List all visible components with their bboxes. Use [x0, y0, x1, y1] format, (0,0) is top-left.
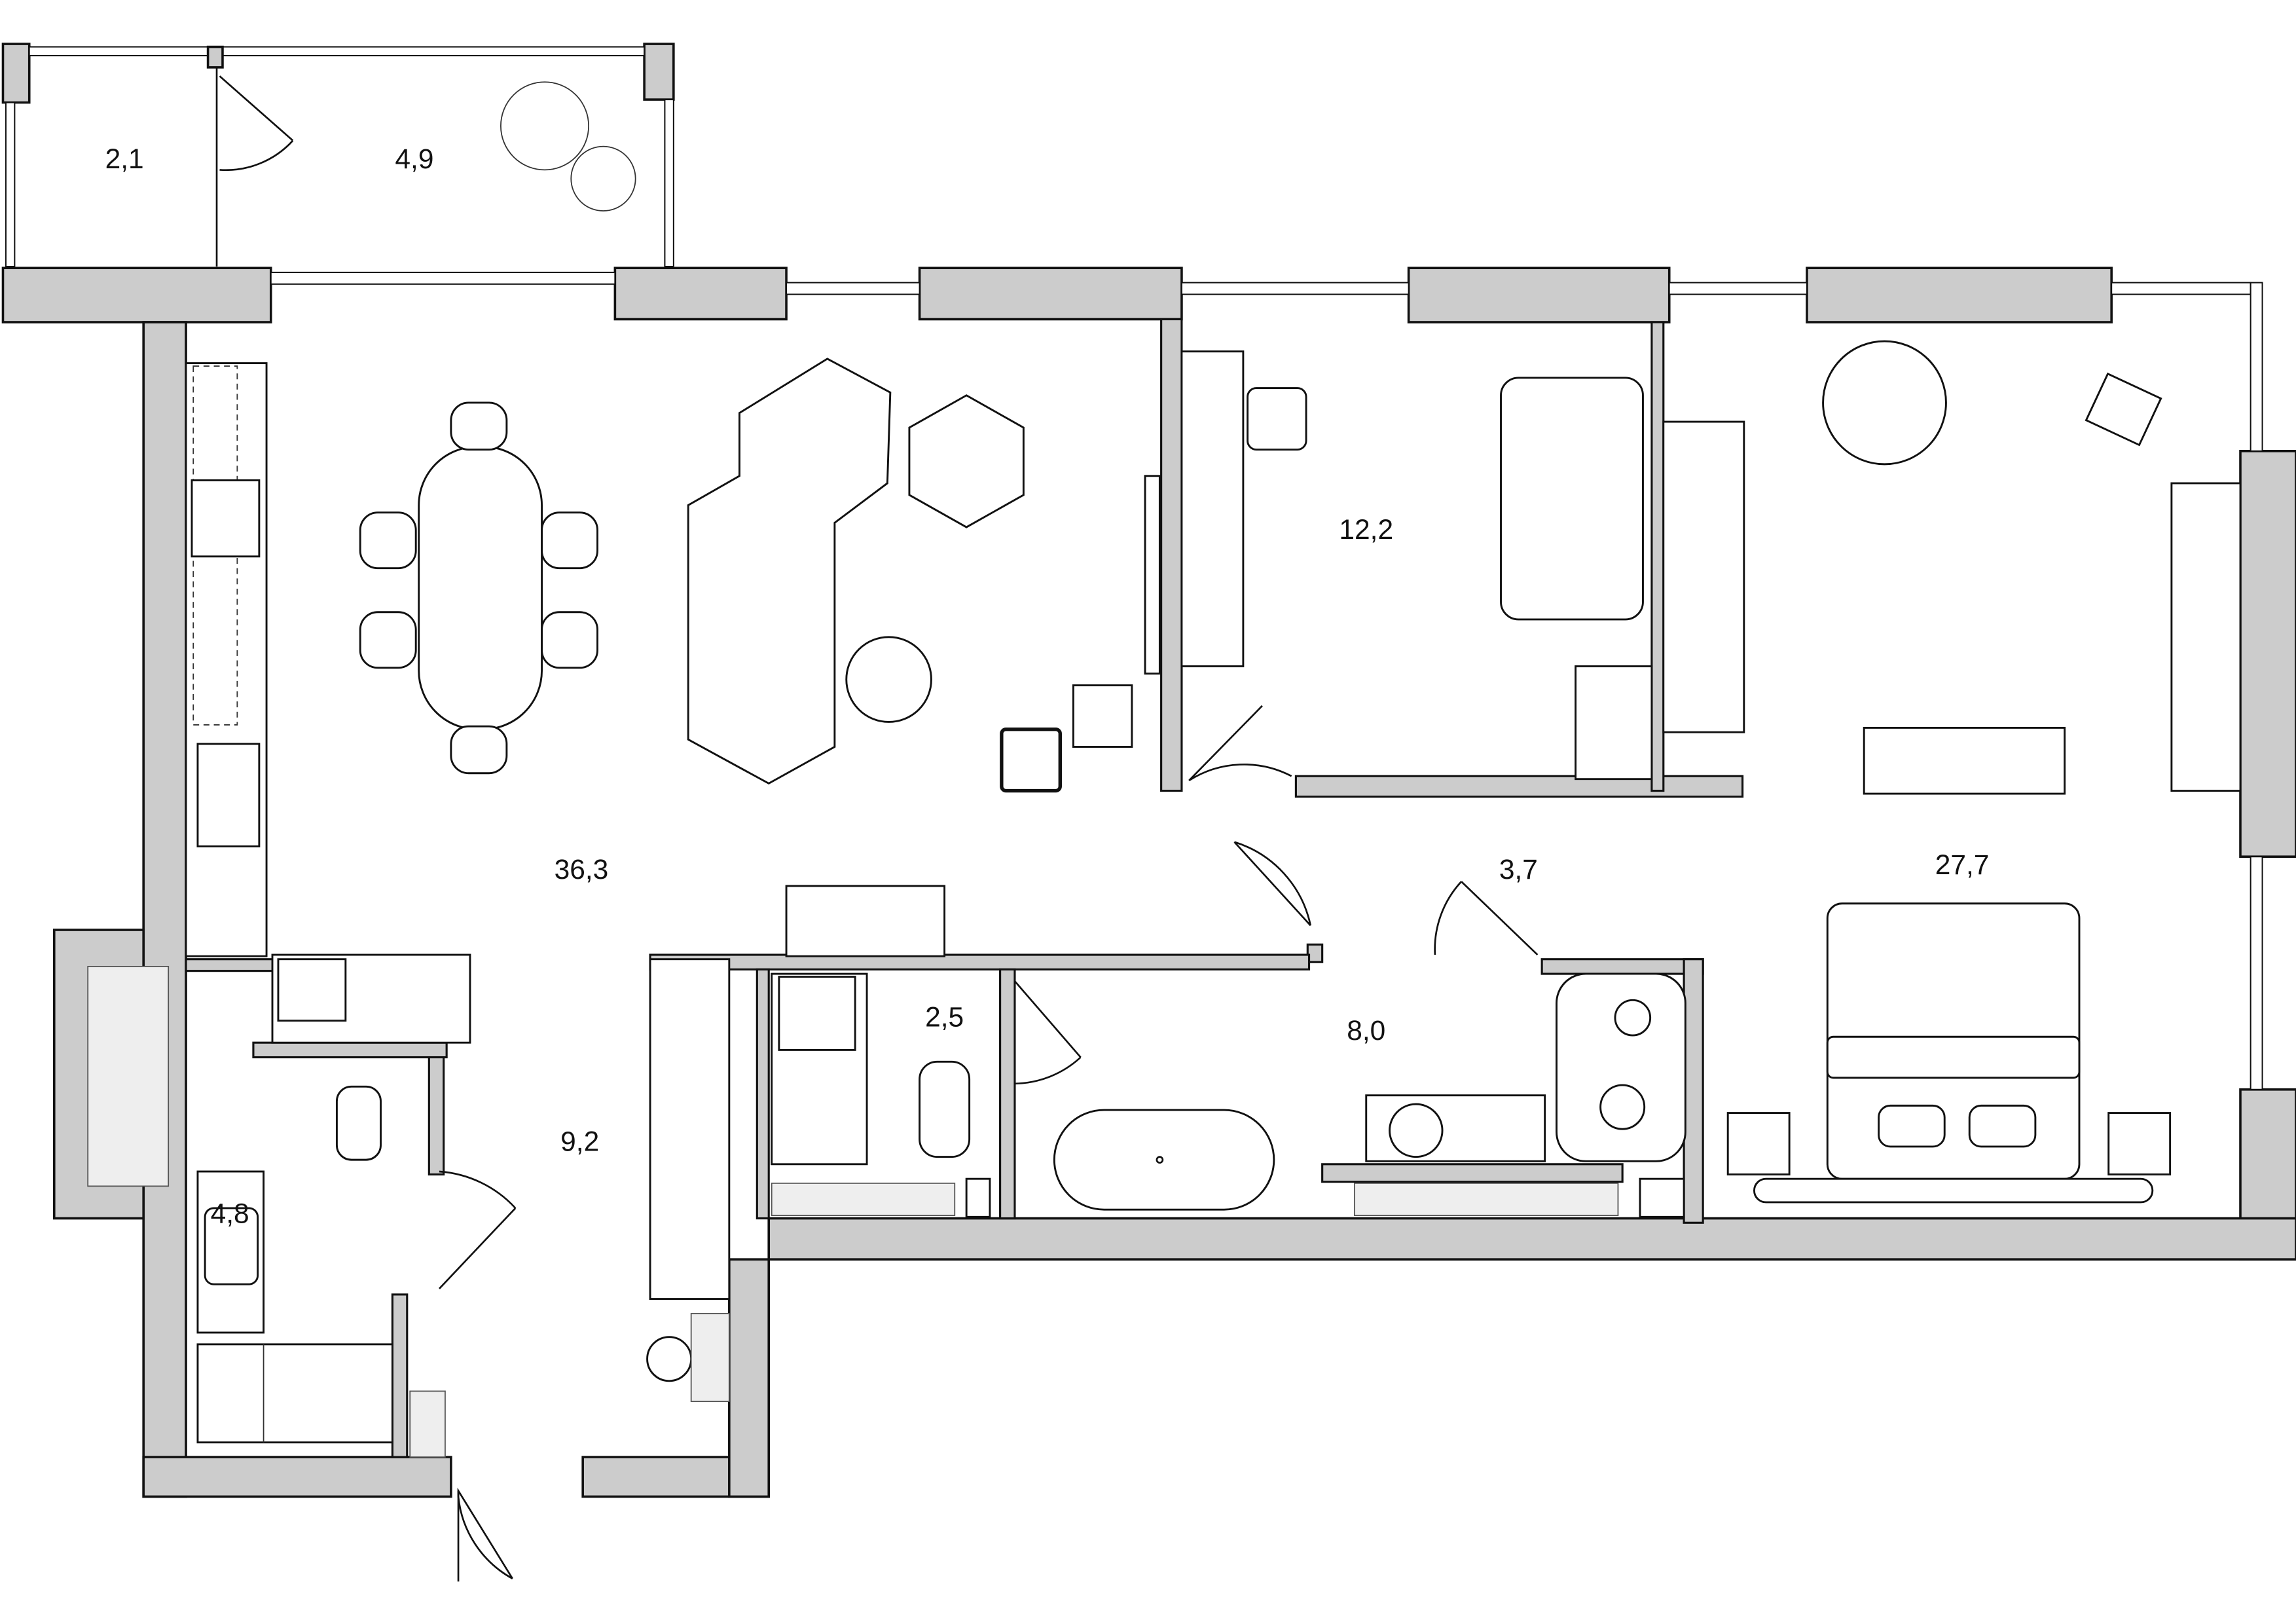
sink-icon: [196, 743, 261, 848]
plant-icon: [500, 81, 636, 212]
doors: [439, 705, 1539, 1582]
living-furniture: [687, 358, 1161, 957]
bathtub: [1053, 1109, 1275, 1211]
room-area-hall: 9,2: [560, 1127, 599, 1158]
outer-walls: [1, 267, 2296, 1498]
room-area-balcony-small: 2,1: [105, 144, 144, 175]
balcony-frame: [1, 43, 675, 268]
toilet-icon: [919, 1060, 971, 1158]
room-area-bedroom-master: 27,7: [1935, 850, 1990, 881]
dining-set: [359, 401, 598, 775]
interior-walls: [185, 318, 1744, 1458]
cooktop-icon: [191, 479, 261, 558]
room-area-corridor: 3,7: [1499, 855, 1538, 885]
tv: [1144, 475, 1161, 675]
room-area-toilet: 2,5: [925, 1003, 964, 1033]
bedroom-master-furniture: [1726, 340, 2242, 1204]
room-area-bedroom-small: 12,2: [1339, 515, 1393, 545]
room-area-kitchen-living: 36,3: [555, 855, 609, 885]
washer: [778, 976, 856, 1051]
bathroom-fixtures: [196, 958, 1686, 1458]
room-area-laundry-bathroom: 4,8: [211, 1198, 249, 1229]
room-area-balcony-large: 4,9: [395, 144, 433, 175]
ottoman: [908, 394, 1025, 528]
bedroom-small-furniture: [1180, 350, 1745, 781]
room-labels: 2,1 4,9 36,3 12,2 27,7 3,7 8,0 2,5 9,2 4…: [105, 144, 1990, 1229]
room-area-bathroom: 8,0: [1347, 1016, 1385, 1046]
kitchen-furniture: [185, 362, 471, 1084]
